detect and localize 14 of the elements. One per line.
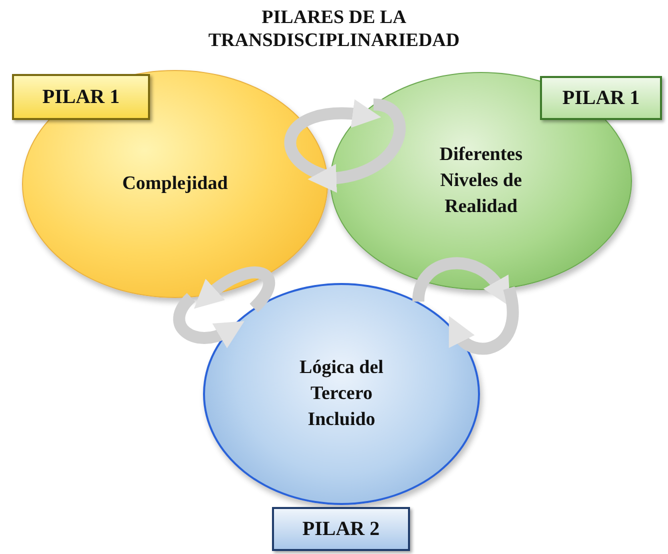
curved-arrow bbox=[412, 257, 512, 306]
label-tag bbox=[272, 507, 410, 551]
diagram-title: PILARES DE LA TRANSDISCIPLINARIEDAD bbox=[207, 6, 461, 52]
label-tag bbox=[12, 74, 150, 120]
curved-arrow bbox=[308, 98, 406, 192]
label-tag bbox=[540, 76, 662, 120]
pillar-name: Diferentes Niveles de Realidad bbox=[438, 143, 524, 219]
pillar-name: Complejidad bbox=[122, 172, 228, 196]
curved-arrow bbox=[173, 293, 246, 348]
tag-label: PILAR 1 bbox=[562, 86, 640, 111]
tag-label: PILAR 1 bbox=[42, 85, 120, 110]
tag-label: PILAR 2 bbox=[302, 517, 380, 542]
curved-arrow bbox=[446, 286, 519, 355]
pillar-name: Lógica del Tercero Incluido bbox=[298, 356, 384, 432]
